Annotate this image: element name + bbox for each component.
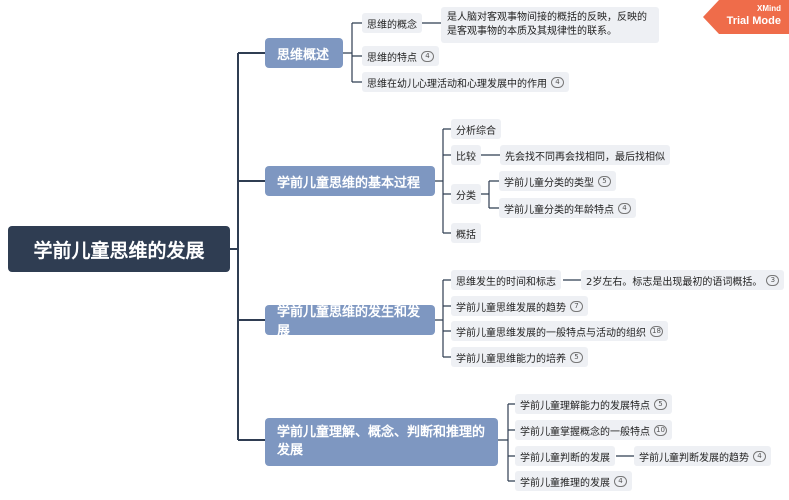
child-count-badge[interactable]: 7 xyxy=(570,300,583,312)
subtopic-label: 思维的概念 xyxy=(367,19,417,31)
subtopic-features-of-thinking[interactable]: 思维的特点 4 xyxy=(362,46,439,66)
child-count-badge[interactable]: 4 xyxy=(618,202,631,214)
subtopic-label: 学前儿童推理的发展 xyxy=(520,477,610,489)
child-count-badge[interactable]: 4 xyxy=(753,450,766,462)
child-count-badge[interactable]: 5 xyxy=(598,175,611,187)
subtopic-label: 学前儿童判断发展的趋势 xyxy=(639,452,749,464)
main-topic-label-line1: 学前儿童理解、概念、判断和推理的 xyxy=(277,425,486,440)
subtopic-label: 学前儿童掌握概念的一般特点 xyxy=(520,426,650,438)
subtopic-label: 2岁左右。标志是出现最初的语词概括。 xyxy=(586,276,763,288)
subtopic-label: 学前儿童理解能力的发展特点 xyxy=(520,400,650,412)
trial-watermark: XMind Trial Mode xyxy=(703,0,789,34)
subtopic-label: 是人脑对客观事物间接的概括的反映，反映的是客观事物的本质及其规律性的联系。 xyxy=(447,12,647,37)
main-topic-understanding-concepts[interactable]: 学前儿童理解、概念、判断和推理的 发展 xyxy=(265,418,498,466)
subtopic-generalization[interactable]: 概括 xyxy=(451,223,481,243)
subtopic-emergence-time[interactable]: 思维发生的时间和标志 xyxy=(451,270,561,290)
subtopic-general-features[interactable]: 学前儿童思维发展的一般特点与活动的组织 18 xyxy=(451,321,668,341)
main-topic-basic-process[interactable]: 学前儿童思维的基本过程 xyxy=(265,166,435,196)
subtopic-label: 学前儿童思维发展的趋势 xyxy=(456,302,566,314)
root-topic-label: 学前儿童思维的发展 xyxy=(33,239,205,262)
child-count-badge[interactable]: 10 xyxy=(654,424,667,436)
subtopic-label: 学前儿童分类的年龄特点 xyxy=(504,204,614,216)
subtopic-concept-mastery[interactable]: 学前儿童掌握概念的一般特点 10 xyxy=(515,420,672,440)
subtopic-concept-definition[interactable]: 是人脑对客观事物间接的概括的反映，反映的是客观事物的本质及其规律性的联系。 xyxy=(441,7,659,43)
subtopic-understanding-ability[interactable]: 学前儿童理解能力的发展特点 5 xyxy=(515,394,672,414)
main-topic-label-line2: 发展 xyxy=(277,443,304,458)
subtopic-classification[interactable]: 分类 xyxy=(451,184,481,204)
subtopic-classification-types[interactable]: 学前儿童分类的类型 5 xyxy=(499,171,616,191)
subtopic-label: 分析综合 xyxy=(456,125,496,137)
subtopic-judgment-trend[interactable]: 学前儿童判断发展的趋势 4 xyxy=(634,446,771,466)
subtopic-label: 学前儿童分类的类型 xyxy=(504,177,594,189)
subtopic-development-trend[interactable]: 学前儿童思维发展的趋势 7 xyxy=(451,296,588,316)
subtopic-classification-age[interactable]: 学前儿童分类的年龄特点 4 xyxy=(499,198,636,218)
subtopic-label: 分类 xyxy=(456,190,476,202)
main-topic-emergence-development[interactable]: 学前儿童思维的发生和发展 xyxy=(265,305,435,339)
main-topic-label: 学前儿童思维的基本过程 xyxy=(277,175,421,191)
subtopic-analysis-synthesis[interactable]: 分析综合 xyxy=(451,119,501,139)
subtopic-label: 概括 xyxy=(456,229,476,241)
main-topic-label: 学前儿童思维的发生和发展 xyxy=(277,305,421,339)
subtopic-role-of-thinking[interactable]: 思维在幼儿心理活动和心理发展中的作用 4 xyxy=(362,72,569,92)
subtopic-label: 先会找不同再会找相同，最后找相似 xyxy=(505,151,665,163)
child-count-badge[interactable]: 3 xyxy=(766,274,780,286)
subtopic-label: 学前儿童思维发展的一般特点与活动的组织 xyxy=(456,327,646,339)
child-count-badge[interactable]: 4 xyxy=(614,475,627,487)
child-count-badge[interactable]: 4 xyxy=(551,76,564,88)
subtopic-label: 比较 xyxy=(456,151,476,163)
subtopic-comparison[interactable]: 比较 xyxy=(451,145,481,165)
subtopic-emergence-detail[interactable]: 2岁左右。标志是出现最初的语词概括。3 xyxy=(581,270,785,290)
watermark-mode: Trial Mode xyxy=(726,15,781,27)
subtopic-ability-cultivation[interactable]: 学前儿童思维能力的培养 5 xyxy=(451,347,588,367)
subtopic-concept-of-thinking[interactable]: 思维的概念 xyxy=(362,13,422,33)
child-count-badge[interactable]: 18 xyxy=(650,325,663,337)
subtopic-label: 思维发生的时间和标志 xyxy=(456,276,556,288)
subtopic-label: 学前儿童思维能力的培养 xyxy=(456,353,566,365)
root-topic[interactable]: 学前儿童思维的发展 xyxy=(8,226,230,272)
subtopic-label: 学前儿童判断的发展 xyxy=(520,452,610,464)
main-topic-label: 思维概述 xyxy=(277,47,330,63)
child-count-badge[interactable]: 4 xyxy=(421,50,434,62)
child-count-badge[interactable]: 5 xyxy=(570,351,583,363)
subtopic-reasoning-development[interactable]: 学前儿童推理的发展 4 xyxy=(515,471,632,491)
main-topic-thinking-overview[interactable]: 思维概述 xyxy=(265,38,343,68)
subtopic-label: 思维在幼儿心理活动和心理发展中的作用 xyxy=(367,78,547,90)
subtopic-comparison-detail[interactable]: 先会找不同再会找相同，最后找相似 xyxy=(500,145,670,165)
child-count-badge[interactable]: 5 xyxy=(654,398,667,410)
subtopic-label: 思维的特点 xyxy=(367,52,417,64)
watermark-brand: XMind xyxy=(757,4,781,13)
subtopic-judgment-development[interactable]: 学前儿童判断的发展 xyxy=(515,446,615,466)
